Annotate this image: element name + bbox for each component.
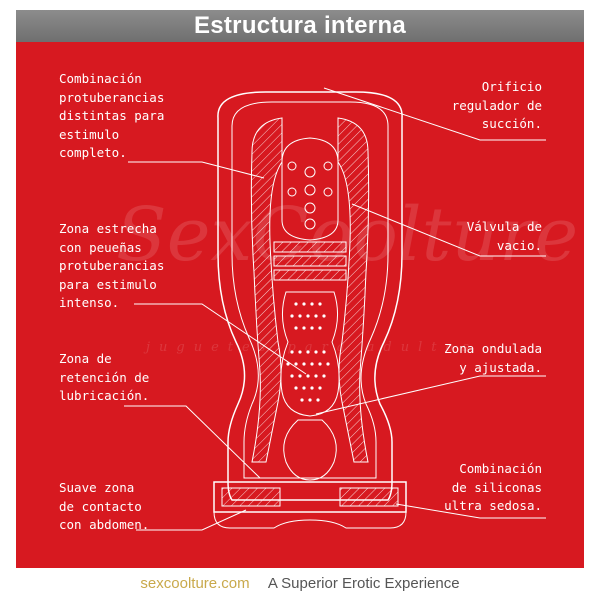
footer-site: sexcoolture.com	[140, 575, 250, 592]
footer-tagline: A Superior Erotic Experience	[267, 575, 460, 592]
footer: sexcoolture.com A Superior Erotic Experi…	[0, 575, 600, 597]
wavy-chamber	[280, 291, 340, 417]
base-cap	[213, 511, 407, 529]
inner-casing-outline	[231, 101, 389, 479]
leader-lines	[124, 87, 546, 531]
narrow-zone-ribs	[273, 241, 347, 281]
lubrication-reservoir	[283, 419, 337, 481]
base-left-block	[221, 487, 281, 507]
sleeve-right-wall	[337, 117, 370, 463]
diagram-title: Estructura interna	[193, 12, 407, 39]
upper-nubs	[287, 161, 333, 230]
outer-casing	[217, 91, 403, 501]
wavy-chamber-dots	[286, 302, 330, 402]
label-vacuum-valve: Válvula de vacio.	[466, 219, 542, 253]
base-ring	[213, 481, 407, 513]
label-wavy-zone: Zona ondulada y ajustada.	[444, 341, 542, 375]
diagram-panel: SexCoolture juguetes para adultos	[16, 42, 584, 568]
label-protuberance-combination: Combinación protuberancias distintas par…	[59, 71, 165, 160]
upper-stimulation-chamber	[281, 137, 339, 241]
label-narrow-zone: Zona estrecha con peueñas protuberancias…	[59, 221, 165, 310]
label-lubrication-retention: Zona de retención de lubricación.	[59, 351, 150, 403]
sleeve-left-wall	[250, 117, 283, 463]
device-cross-section	[124, 87, 546, 531]
label-abdomen-contact: Suave zona de contacto con abdomen.	[59, 480, 150, 532]
diagram-header: Estructura interna	[16, 10, 584, 42]
label-silicone-combination: Combinación de siliconas ultra sedosa.	[444, 461, 542, 513]
label-suction-orifice: Orificio regulador de succión.	[451, 79, 542, 131]
base-right-block	[339, 487, 399, 507]
